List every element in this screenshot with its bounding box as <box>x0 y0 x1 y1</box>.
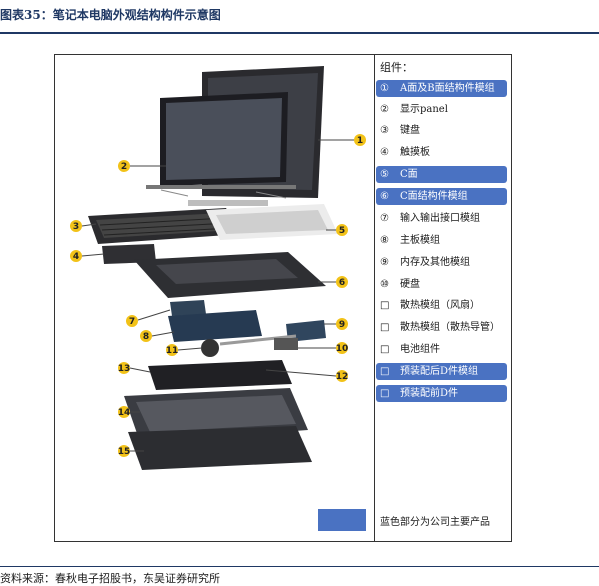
svg-text:11: 11 <box>166 346 179 356</box>
svg-text:6: 6 <box>339 278 345 288</box>
part-c-face-module <box>134 252 326 298</box>
callout-6: 6 <box>318 276 348 288</box>
callout-12: 12 <box>265 369 349 382</box>
callout-11: 11 <box>166 344 203 356</box>
part-cooling-fan <box>201 339 219 357</box>
figure-frame <box>54 54 512 542</box>
bottom-rule <box>0 566 599 567</box>
component-item: □电池组件 <box>380 344 440 355</box>
component-item: □散热模组（风扇） <box>380 300 480 311</box>
component-item: □散热模组（散热导管） <box>380 322 500 333</box>
legend-swatch <box>318 509 366 531</box>
part-ssd <box>274 338 298 350</box>
callout-9: 9 <box>324 318 348 330</box>
frame-divider <box>374 54 375 542</box>
svg-text:7: 7 <box>129 317 135 327</box>
callout-2: 2 <box>118 160 166 172</box>
part-heat-pipe <box>219 334 297 346</box>
part-io-board <box>170 300 206 316</box>
hinge-bracket <box>188 200 268 206</box>
callout-4: 4 <box>70 250 105 262</box>
callout-14: 14 <box>118 406 140 418</box>
svg-text:2: 2 <box>121 162 127 172</box>
callout-3: 3 <box>70 220 97 232</box>
svg-text:9: 9 <box>339 320 345 330</box>
svg-text:13: 13 <box>118 364 131 374</box>
component-item: □预装配前D件 <box>376 385 507 402</box>
part-mainboard <box>168 310 262 342</box>
part-keyboard <box>88 208 242 244</box>
svg-text:5: 5 <box>339 226 345 236</box>
part-c-face <box>206 204 338 240</box>
exploded-laptop-illustration: 1 2 3 4 5 6 7 8 9 10 11 12 13 14 15 <box>70 66 366 470</box>
legend-header: 组件： <box>380 61 413 74</box>
part-battery <box>148 360 292 390</box>
callout-13: 13 <box>118 362 151 374</box>
svg-text:1: 1 <box>357 136 363 146</box>
part-display-panel <box>146 92 296 199</box>
svg-text:14: 14 <box>118 408 131 418</box>
component-item: □预装配后D件模组 <box>376 363 507 380</box>
top-rule <box>0 32 599 34</box>
callout-5: 5 <box>326 224 348 236</box>
callout-1: 1 <box>318 134 366 146</box>
svg-text:10: 10 <box>336 344 349 354</box>
svg-text:3: 3 <box>73 222 79 232</box>
svg-text:8: 8 <box>143 332 149 342</box>
part-d-bare <box>128 426 312 470</box>
callout-7: 7 <box>126 309 171 327</box>
callout-10: 10 <box>298 342 348 354</box>
part-touchpad <box>102 244 156 264</box>
source-note: 资料来源：春秋电子招股书，东吴证券研究所 <box>0 572 220 585</box>
callout-8: 8 <box>140 330 175 342</box>
legend-swatch-label: 蓝色部分为公司主要产品 <box>380 517 490 528</box>
callout-15: 15 <box>118 445 144 457</box>
svg-text:15: 15 <box>118 447 131 457</box>
figure-title: 图表35：笔记本电脑外观结构构件示意图 <box>0 8 221 22</box>
svg-text:4: 4 <box>73 252 79 262</box>
svg-text:12: 12 <box>336 372 349 382</box>
